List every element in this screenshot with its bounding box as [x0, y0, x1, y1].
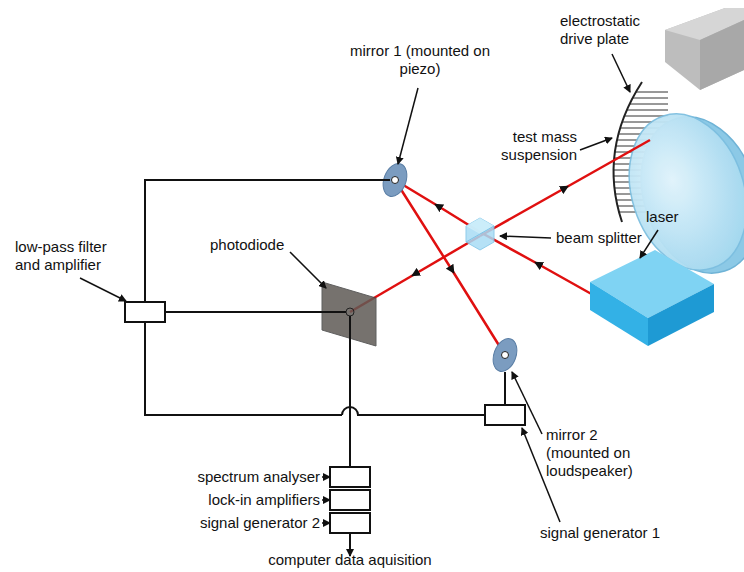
electronics-boxes	[125, 302, 525, 533]
part-label: mirror 1 (mounted on piezo)	[345, 42, 495, 78]
part-label: low-pass filter and amplifier	[15, 238, 133, 274]
beam-splitter	[466, 218, 494, 250]
part-label: electrostatic drive plate	[560, 12, 660, 48]
laser-beams	[350, 140, 650, 355]
wiring	[145, 180, 505, 467]
part-label: lock-in amplifiers	[140, 491, 320, 509]
hatch-line	[627, 110, 668, 111]
part-label: signal generator 1	[540, 524, 730, 542]
support-block	[665, 8, 744, 90]
test-mass	[610, 99, 744, 289]
leader-arrows	[80, 54, 658, 523]
laser-source	[590, 250, 714, 346]
part-label: test mass suspension	[482, 128, 577, 164]
part-label: computer data aquisition	[240, 551, 460, 569]
part-label: signal generator 2	[140, 514, 320, 532]
part-label: spectrum analyser	[140, 468, 320, 486]
hatch-line	[636, 92, 668, 93]
part-label: photodiode	[210, 236, 310, 254]
part-label: mirror 2 (mounted on loudspeaker)	[546, 426, 656, 480]
hatch-line	[630, 104, 668, 105]
part-label: laser	[646, 208, 706, 226]
hatch-line	[633, 98, 668, 99]
part-label: beam splitter	[556, 229, 676, 247]
mirror-2	[489, 335, 521, 374]
